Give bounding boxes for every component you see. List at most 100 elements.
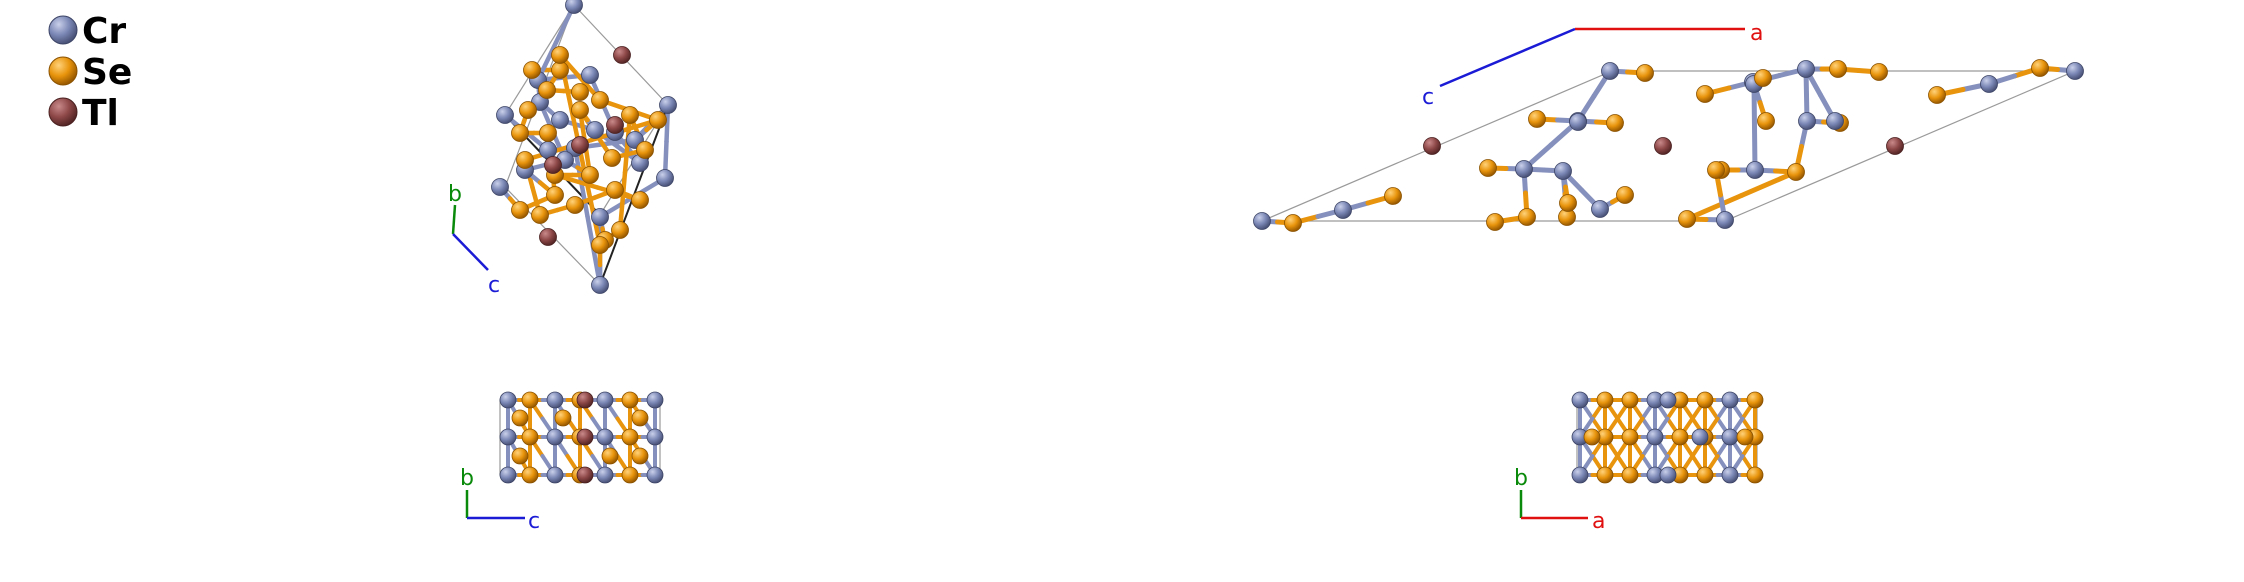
se-atom bbox=[1596, 391, 1614, 409]
atoms-along-c bbox=[1571, 391, 1764, 484]
cr-atom bbox=[1797, 60, 1815, 78]
se-atom bbox=[1518, 208, 1536, 226]
se-atom bbox=[546, 186, 564, 204]
tl-atom bbox=[576, 391, 594, 409]
se-atom bbox=[1754, 69, 1772, 87]
axis-c-line bbox=[1439, 27, 1576, 88]
cr-atom bbox=[1721, 466, 1739, 484]
se-atom bbox=[519, 101, 537, 119]
se-atom bbox=[1696, 391, 1714, 409]
cr-atom bbox=[646, 391, 664, 409]
axis-triad-along-b: a c bbox=[1422, 21, 1763, 110]
cr-atom bbox=[1515, 160, 1533, 178]
se-atom bbox=[1606, 114, 1624, 132]
se-atom bbox=[566, 196, 584, 214]
cr-atom bbox=[546, 466, 564, 484]
cr-atom bbox=[2066, 62, 2084, 80]
se-atom bbox=[571, 83, 589, 101]
se-atom bbox=[521, 428, 539, 446]
se-atom bbox=[1757, 112, 1775, 130]
cr-atom bbox=[1746, 161, 1764, 179]
se-atom bbox=[1746, 391, 1764, 409]
se-atom bbox=[601, 447, 619, 465]
cr-atom bbox=[646, 428, 664, 446]
se-atom bbox=[1787, 163, 1805, 181]
se-atom bbox=[538, 81, 556, 99]
atoms-along-b bbox=[1253, 59, 2084, 232]
se-atom bbox=[606, 181, 624, 199]
view-perspective: b c bbox=[448, 0, 677, 298]
se-atom bbox=[1384, 187, 1402, 205]
tl-atom bbox=[613, 46, 631, 64]
se-atom bbox=[1621, 466, 1639, 484]
se-atom bbox=[521, 466, 539, 484]
se-atom-icon bbox=[48, 56, 78, 86]
cr-atom bbox=[1691, 428, 1709, 446]
cr-atom bbox=[491, 178, 509, 196]
axis-c-line bbox=[452, 233, 489, 271]
cr-atom bbox=[1601, 62, 1619, 80]
cr-atom bbox=[1571, 391, 1589, 409]
se-atom bbox=[511, 201, 529, 219]
se-atom bbox=[554, 409, 572, 427]
bond bbox=[1684, 193, 1744, 222]
se-atom bbox=[621, 391, 639, 409]
cr-atom bbox=[499, 428, 517, 446]
se-atom bbox=[551, 46, 569, 64]
bond bbox=[577, 147, 603, 248]
cr-atom bbox=[1591, 200, 1609, 218]
legend-item-cr: Cr bbox=[48, 11, 126, 52]
se-atom bbox=[1829, 60, 1847, 78]
se-atom bbox=[1479, 159, 1497, 177]
se-atom bbox=[581, 166, 599, 184]
se-atom bbox=[1928, 86, 1946, 104]
axis-c-label: c bbox=[1422, 85, 1434, 110]
cr-atom bbox=[499, 466, 517, 484]
bond bbox=[617, 170, 628, 233]
cr-atom bbox=[1716, 211, 1734, 229]
tl-atom-icon bbox=[48, 97, 78, 127]
bond bbox=[1739, 169, 1799, 198]
cr-atom bbox=[659, 96, 677, 114]
legend-item-se: Se bbox=[48, 52, 132, 93]
se-atom bbox=[1486, 213, 1504, 231]
se-atom bbox=[631, 191, 649, 209]
se-atom bbox=[591, 91, 609, 109]
cr-atom bbox=[1554, 162, 1572, 180]
axis-b-label: b bbox=[448, 182, 462, 207]
se-atom bbox=[631, 409, 649, 427]
cr-atom bbox=[1571, 466, 1589, 484]
cr-atom bbox=[1659, 466, 1677, 484]
se-atom bbox=[2031, 59, 2049, 77]
axis-b-label: b bbox=[1514, 466, 1528, 491]
se-atom bbox=[511, 124, 529, 142]
se-atom bbox=[511, 447, 529, 465]
atoms-along-a bbox=[499, 391, 664, 484]
legend-label-se: Se bbox=[82, 52, 132, 93]
se-atom bbox=[571, 101, 589, 119]
axis-triad-along-a: b c bbox=[460, 466, 540, 534]
cr-atom bbox=[496, 106, 514, 124]
se-atom bbox=[1636, 64, 1654, 82]
cr-atom bbox=[596, 466, 614, 484]
se-atom bbox=[1746, 466, 1764, 484]
tl-atom bbox=[1423, 137, 1441, 155]
se-atom bbox=[649, 111, 667, 129]
se-atom bbox=[631, 447, 649, 465]
cr-atom bbox=[1721, 391, 1739, 409]
cr-atom bbox=[539, 141, 557, 159]
cr-atom bbox=[586, 121, 604, 139]
axis-b-label: b bbox=[460, 466, 474, 491]
view-along-c: b a bbox=[1514, 391, 1764, 534]
se-atom bbox=[603, 149, 621, 167]
se-atom bbox=[539, 124, 557, 142]
cr-atom bbox=[656, 169, 674, 187]
cr-atom bbox=[1253, 212, 1271, 230]
tl-atom bbox=[606, 116, 624, 134]
tl-atom bbox=[571, 136, 589, 154]
se-atom bbox=[1696, 466, 1714, 484]
se-atom bbox=[531, 206, 549, 224]
se-atom bbox=[1707, 161, 1725, 179]
se-atom bbox=[521, 391, 539, 409]
tl-atom bbox=[576, 428, 594, 446]
